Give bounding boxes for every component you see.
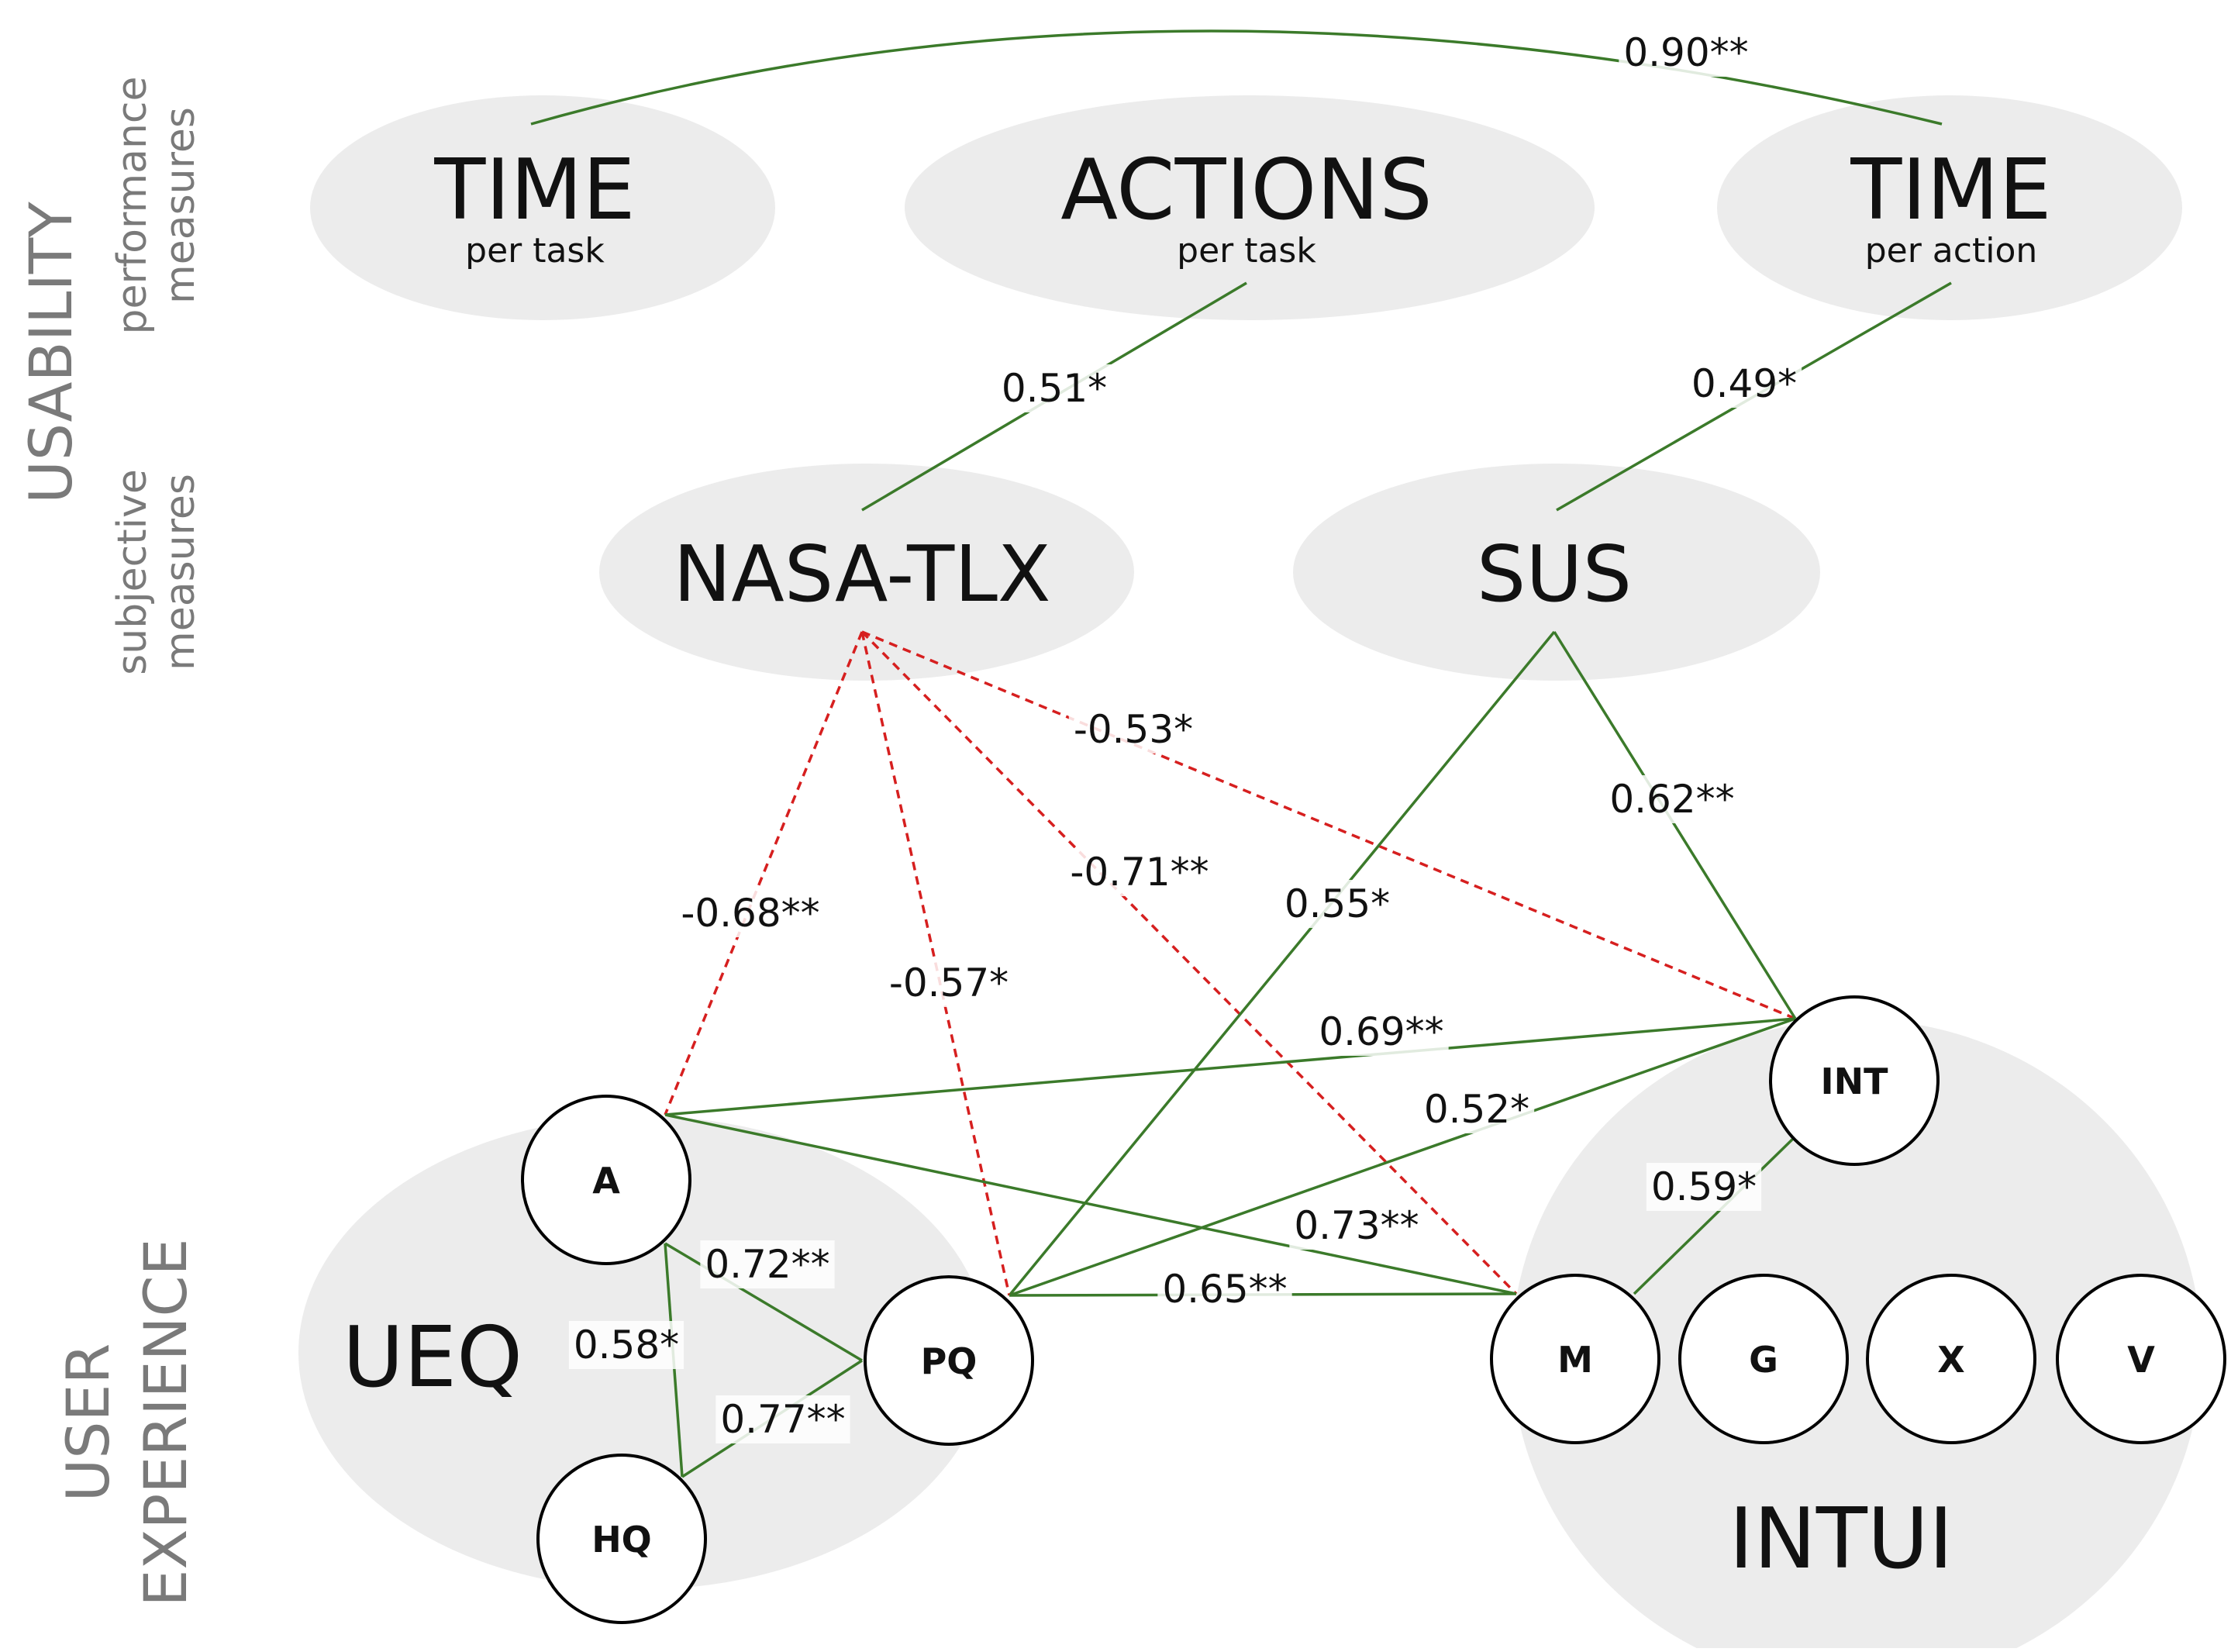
edge-label-bg-sus-pq xyxy=(1279,880,1395,928)
user-experience-label-1: USER xyxy=(53,1343,122,1502)
edge-label-a-hq: 0.58* xyxy=(574,1323,679,1367)
side-labels: USABILITY performance measures subjectiv… xyxy=(16,76,204,1606)
edge-nasa-a xyxy=(664,631,864,1116)
edge-label-bg-pq-m xyxy=(1157,1265,1292,1313)
edge-label-bg-nasa-m xyxy=(1065,848,1214,896)
edge-label-bg-nasa-a xyxy=(676,889,825,937)
edge-label-bg-a-m xyxy=(1289,1202,1424,1250)
usability-label: USABILITY xyxy=(16,202,85,504)
blob-time-per-action xyxy=(1717,95,2182,320)
edge-label-actions-nasa: 0.51* xyxy=(1002,366,1107,411)
edge-nasa-int xyxy=(861,630,1796,1020)
subjective-measures-label-2: measures xyxy=(157,474,204,671)
edge-label-a-pq: 0.72** xyxy=(705,1242,829,1287)
edge-label-sus-pq: 0.55* xyxy=(1284,881,1390,926)
edge-label-bg-actions-nasa xyxy=(996,364,1112,412)
performance-measures-label-1: performance xyxy=(109,76,156,334)
edge-label-bg-sus-int xyxy=(1605,775,1740,823)
edge-sus-int xyxy=(1553,631,1797,1019)
edge-label-sus-int: 0.62** xyxy=(1609,777,1734,822)
actions-per-task-subtitle: per task xyxy=(1177,231,1316,271)
edge-label-bg-hq-pq xyxy=(716,1395,850,1443)
edge-label-bg-nasa-int xyxy=(1068,705,1198,754)
node-m-circle xyxy=(1490,1274,1660,1444)
node-hq-label: HQ xyxy=(591,1519,652,1561)
edge-labels: 0.90** 0.51* 0.49* -0.53* 0.62** -0.68** -0.71… xyxy=(568,29,1802,1443)
edge-label-nasa-pq: -0.57* xyxy=(889,961,1009,1005)
edge-label-a-int: 0.69** xyxy=(1319,1009,1443,1054)
subjective-measures-label-1: subjective xyxy=(109,469,156,675)
edge-label-a-m: 0.73** xyxy=(1294,1203,1419,1248)
edge-int-m xyxy=(1633,1135,1797,1295)
node-x-label: X xyxy=(1937,1339,1964,1381)
edge-a-pq xyxy=(664,1242,863,1362)
edge-label-bg-a-int xyxy=(1314,1008,1449,1056)
nodes: A HQ PQ INT M G X V xyxy=(521,995,2226,1624)
nasa-tlx-title: NASA-TLX xyxy=(674,529,1051,619)
edge-label-int-m: 0.59* xyxy=(1651,1164,1757,1209)
blob-time-per-task xyxy=(310,95,775,320)
time-per-action-subtitle: per action xyxy=(1865,231,2038,271)
node-x-circle xyxy=(1866,1274,2036,1444)
node-g-label: G xyxy=(1749,1339,1778,1381)
node-pq-label: PQ xyxy=(921,1340,978,1382)
edge-label-nasa-int: -0.53* xyxy=(1074,707,1193,752)
node-v-label: V xyxy=(2127,1339,2155,1381)
edge-a-int xyxy=(664,1017,1796,1116)
edge-a-m xyxy=(664,1113,1517,1295)
node-pq-circle xyxy=(864,1275,1034,1446)
edge-label-timeaction-sus: 0.49* xyxy=(1691,361,1797,406)
sus-title: SUS xyxy=(1477,529,1632,619)
edge-label-pq-int: 0.52* xyxy=(1424,1087,1529,1132)
edge-pq-int xyxy=(1009,1017,1796,1297)
edge-label-bg-a-pq xyxy=(700,1240,835,1288)
node-v-circle xyxy=(2056,1274,2226,1444)
intui-title: INTUI xyxy=(1729,1491,1953,1588)
edge-label-bg-time_task-time_action xyxy=(1619,29,1753,77)
time-per-action-title: TIME xyxy=(1850,142,2051,239)
user-experience-label-2: EXPERIENCE xyxy=(131,1238,200,1606)
edge-label-nasa-a: -0.68** xyxy=(681,891,819,936)
node-m-label: M xyxy=(1557,1339,1593,1381)
time-per-task-title: TIME xyxy=(433,142,635,239)
edge-label-bg-a-hq xyxy=(568,1321,684,1369)
edge-nasa-m xyxy=(860,630,1518,1295)
performance-measures-label-2: measures xyxy=(157,107,204,304)
group-titles: TIME per task ACTIONS per task TIME per … xyxy=(343,142,2052,1588)
node-a-label: A xyxy=(592,1160,620,1202)
node-g-circle xyxy=(1678,1274,1849,1444)
edge-label-bg-pq-int xyxy=(1419,1085,1535,1133)
actions-per-task-title: ACTIONS xyxy=(1060,142,1433,239)
node-a-circle xyxy=(521,1095,691,1265)
node-hq-circle xyxy=(536,1454,707,1624)
edge-label-time_task-time_action: 0.90** xyxy=(1623,30,1748,75)
node-int-label: INT xyxy=(1821,1061,1889,1102)
edge-label-bg-int-m xyxy=(1646,1163,1762,1211)
blob-nasa-tlx xyxy=(599,464,1134,681)
edge-label-pq-m: 0.65** xyxy=(1162,1267,1287,1312)
edge-label-bg-timeaction-sus xyxy=(1686,360,1802,408)
edge-sus-pq xyxy=(1008,630,1556,1297)
blob-actions-per-task xyxy=(905,95,1595,320)
ueq-title: UEQ xyxy=(343,1309,522,1406)
edge-label-nasa-m: -0.71** xyxy=(1070,850,1209,895)
node-int-circle xyxy=(1769,995,1940,1166)
time-per-task-subtitle: per task xyxy=(465,231,605,271)
blob-sus xyxy=(1293,464,1820,681)
edge-label-bg-nasa-pq xyxy=(884,959,1014,1007)
edge-label-hq-pq: 0.77** xyxy=(720,1397,845,1442)
